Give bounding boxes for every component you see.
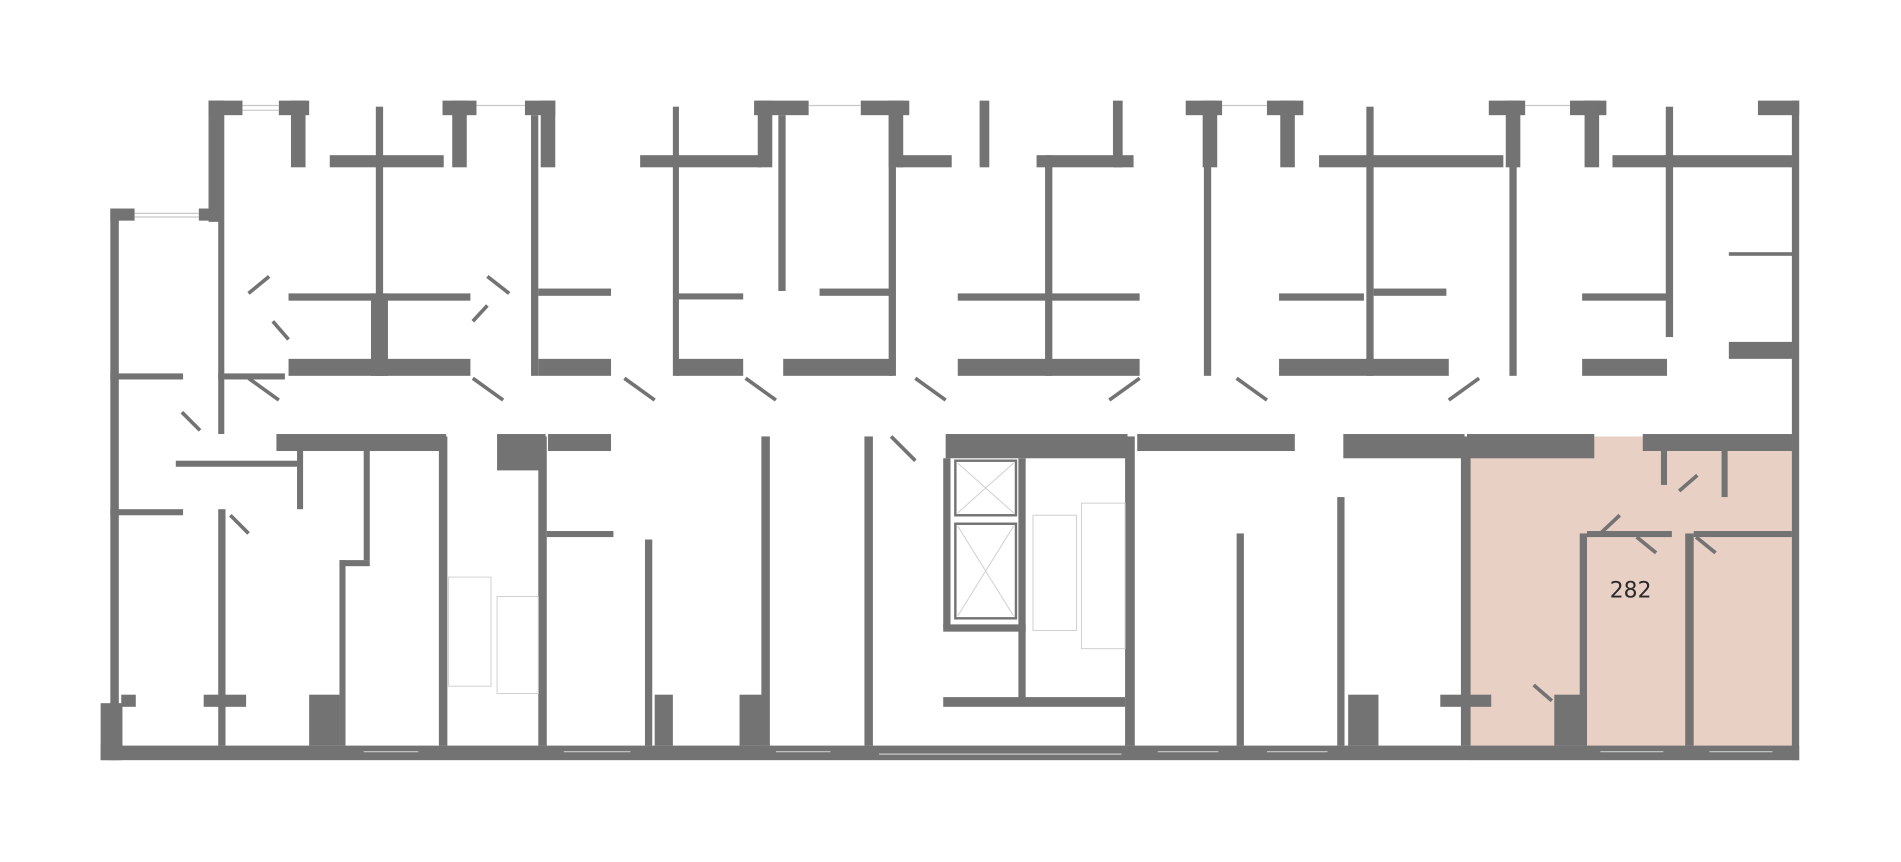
stairs-and-elevators [448, 459, 1126, 694]
windows [134, 104, 1773, 755]
doors [180, 274, 1717, 703]
apartment-282-area[interactable] [1466, 436, 1795, 761]
walls [100, 100, 1800, 761]
apartment-282[interactable] [1466, 436, 1795, 761]
apartment-number-label: 282 [1610, 579, 1652, 604]
